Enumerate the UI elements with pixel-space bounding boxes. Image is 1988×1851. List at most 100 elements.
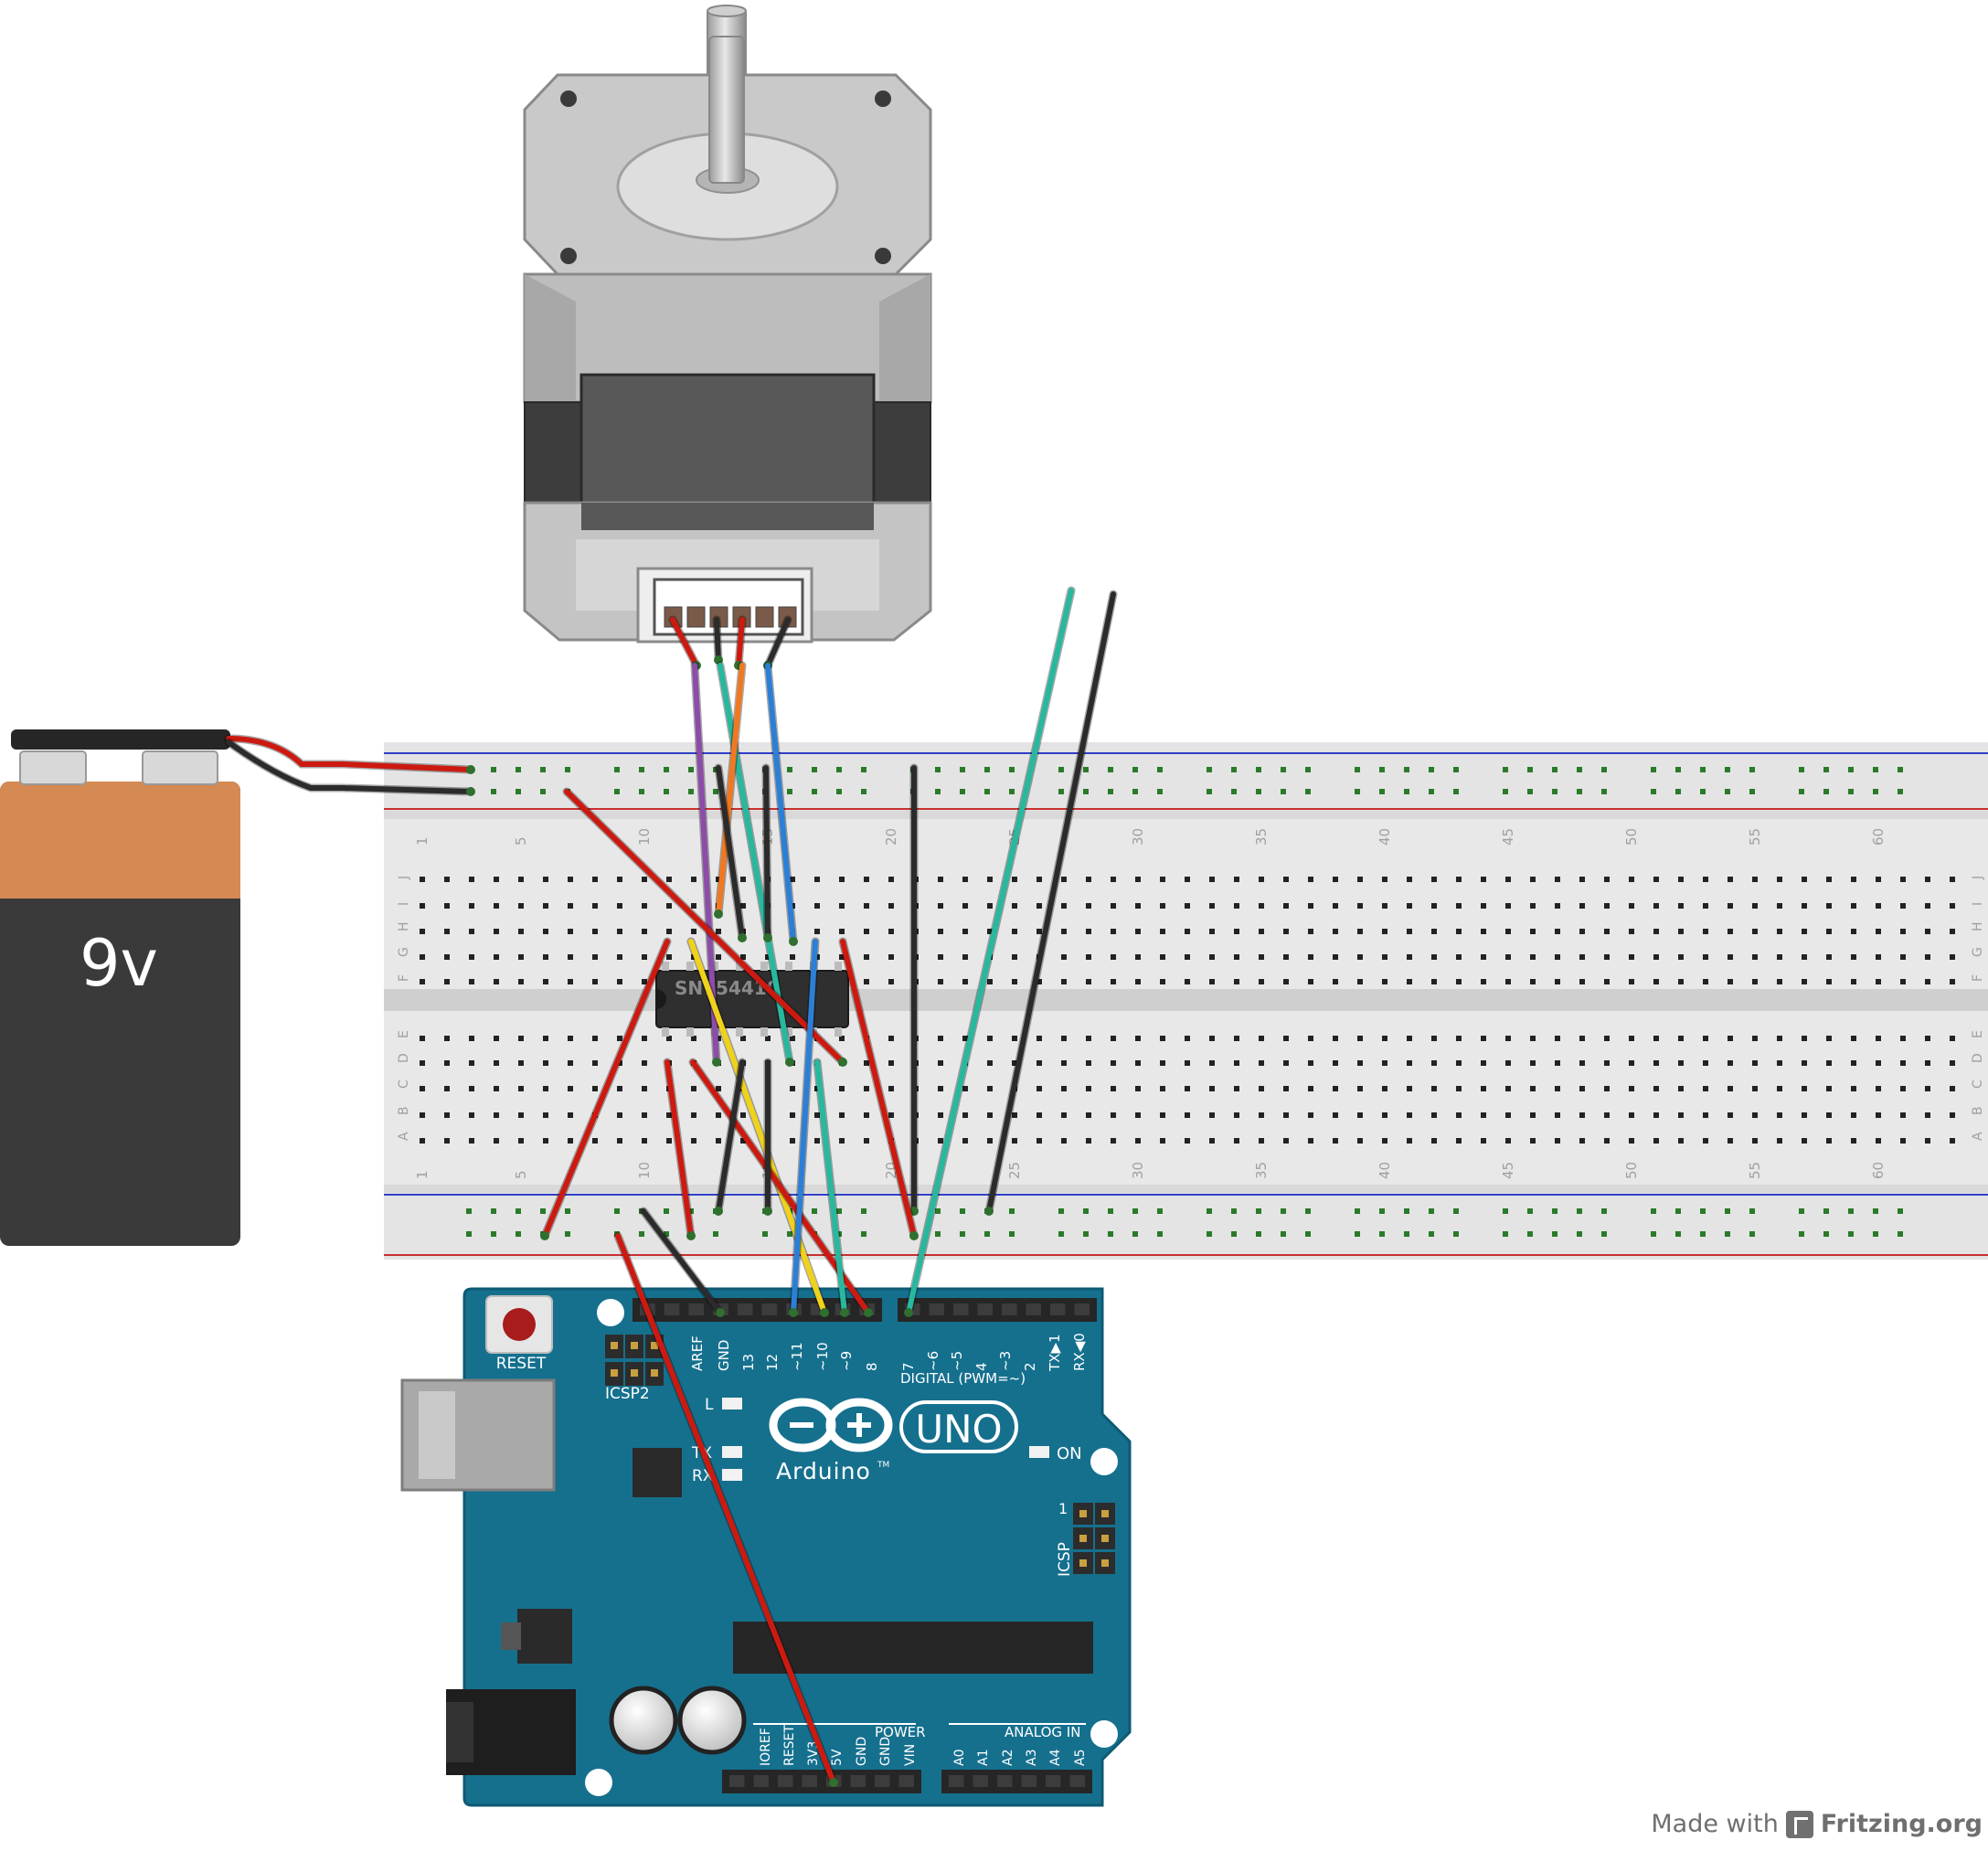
breadboard-hole — [790, 954, 795, 960]
breadboard-hole — [592, 1060, 598, 1066]
watermark-prefix: Made with — [1651, 1810, 1779, 1838]
rail-hole — [1873, 1208, 1878, 1214]
breadboard-hole — [888, 877, 894, 882]
breadboard-hole — [617, 1036, 622, 1041]
column-number-bottom: 10 — [636, 1162, 653, 1179]
breadboard-hole — [1308, 1036, 1313, 1041]
rail-hole — [1873, 1231, 1878, 1237]
breadboard-hole — [1728, 929, 1733, 934]
wire-teal-end — [785, 1058, 794, 1067]
breadboard-hole — [814, 1112, 820, 1118]
rail-hole — [664, 1208, 669, 1214]
stepper-motor — [523, 5, 932, 644]
breadboard-hole — [1160, 979, 1165, 984]
breadboard-hole — [494, 954, 499, 960]
led-l — [722, 1398, 742, 1410]
breadboard-hole — [420, 1112, 425, 1118]
header-socket — [1074, 1303, 1090, 1315]
rail-hole — [1700, 767, 1706, 772]
breadboard-hole — [1481, 1036, 1486, 1041]
breadboard-hole — [987, 1138, 993, 1144]
breadboard-hole — [1925, 954, 1930, 960]
breadboard-hole — [1333, 1138, 1338, 1144]
motor-shaft-front — [708, 36, 745, 184]
chip-leg — [711, 962, 718, 971]
led-tx — [722, 1446, 742, 1458]
breadboard-hole — [543, 1112, 548, 1118]
breadboard-hole — [568, 1138, 573, 1144]
breadboard-hole — [543, 903, 548, 909]
digital-pin-label: ~11 — [789, 1342, 805, 1371]
breadboard-hole — [1950, 1138, 1955, 1144]
breadboard-hole — [987, 1036, 993, 1041]
breadboard-hole — [469, 903, 474, 909]
rail-hole — [1799, 767, 1804, 772]
breadboard-hole — [1653, 1060, 1659, 1066]
header-socket — [1069, 1775, 1085, 1787]
breadboard-hole — [568, 929, 573, 934]
breadboard-hole — [1777, 1036, 1782, 1041]
breadboard-hole — [1259, 1138, 1264, 1144]
digital-pin-label: 2 — [1022, 1362, 1038, 1371]
breadboard-hole — [1209, 1138, 1215, 1144]
breadboard-hole — [1653, 877, 1659, 882]
fritzing-watermark: Made with Fritzing.org — [1651, 1810, 1983, 1838]
digital-pin-label: GND — [716, 1340, 732, 1371]
wire-red — [664, 1059, 694, 1239]
wire-red — [840, 939, 917, 1239]
breadboard-hole — [1555, 1060, 1560, 1066]
rail-hole — [1552, 1231, 1557, 1237]
breadboard-hole — [1629, 929, 1634, 934]
breadboard-hole — [1037, 903, 1042, 909]
breadboard-hole — [1061, 1138, 1067, 1144]
battery-red-lead-end — [466, 765, 475, 774]
column-number-top: 45 — [1500, 828, 1516, 846]
header-socket — [977, 1303, 993, 1315]
column-number-top: 55 — [1747, 828, 1763, 846]
breadboard-hole — [691, 1036, 696, 1041]
breadboard-hole — [1407, 929, 1412, 934]
breadboard-hole — [790, 1036, 795, 1041]
breadboard-hole — [494, 979, 499, 984]
icsp-pin-contact — [1101, 1510, 1109, 1517]
breadboard-hole — [740, 954, 746, 960]
breadboard-hole — [1185, 1138, 1190, 1144]
breadboard-hole — [494, 903, 499, 909]
reset-button-cap[interactable] — [503, 1308, 536, 1341]
row-label-right: F — [1971, 974, 1985, 982]
breadboard-hole — [1703, 929, 1708, 934]
usb-port-face — [419, 1391, 455, 1479]
rail-hole — [1305, 767, 1311, 772]
breadboard-hole — [987, 929, 993, 934]
breadboard-hole — [1086, 1086, 1091, 1091]
icsp2-pin-contact — [651, 1342, 658, 1349]
breadboard-hole — [1160, 954, 1165, 960]
breadboard-hole — [1530, 929, 1536, 934]
rail-hole — [1700, 789, 1706, 794]
connector-pin — [755, 606, 774, 628]
wire-black — [641, 1208, 723, 1315]
breadboard-hole — [1925, 1138, 1930, 1144]
breadboard-hole — [1209, 979, 1215, 984]
rail-hole — [1108, 1208, 1113, 1214]
breadboard-hole — [568, 1112, 573, 1118]
breadboard-hole — [543, 877, 548, 882]
rail-hole — [1749, 789, 1755, 794]
rail-hole — [1577, 1231, 1582, 1237]
battery-copper-top — [0, 782, 240, 899]
analog-pin-label: A4 — [1048, 1749, 1063, 1766]
breadboard-hole — [1802, 1112, 1807, 1118]
breadboard-hole — [1653, 929, 1659, 934]
breadboard-hole — [1111, 1060, 1116, 1066]
motor-lead — [765, 617, 791, 668]
breadboard-hole — [1037, 1086, 1042, 1091]
icsp-pin-contact — [1079, 1510, 1087, 1517]
breadboard-hole — [1604, 1086, 1610, 1091]
breadboard-hole — [1555, 1112, 1560, 1118]
header-socket — [875, 1775, 890, 1787]
breadboard-hole — [1012, 903, 1017, 909]
rail-hole — [1799, 1231, 1804, 1237]
row-label-left: H — [397, 921, 411, 931]
breadboard-hole — [444, 929, 450, 934]
breadboard-hole — [1135, 1138, 1141, 1144]
